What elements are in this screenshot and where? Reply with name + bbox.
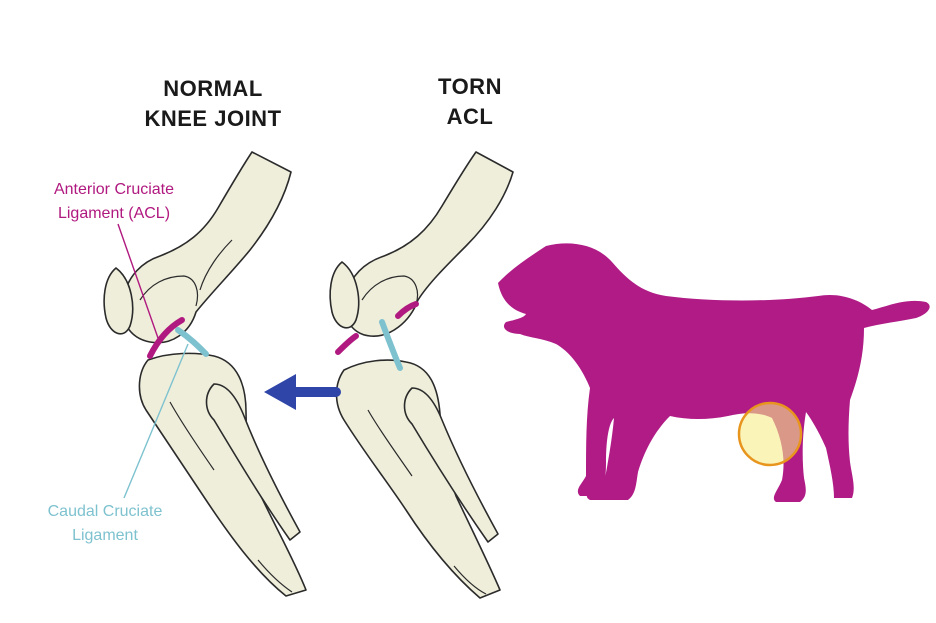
- acl-pointer-line: [117, 223, 159, 339]
- left-arrow-icon: [264, 374, 341, 410]
- torn-fibula: [403, 387, 499, 543]
- ccl-label-line1: Caudal Cruciate: [47, 503, 163, 520]
- torn-tibia: [335, 359, 501, 599]
- torn-acl-lower: [335, 333, 359, 355]
- ccl-label: Caudal Cruciate Ligament: [10, 500, 200, 548]
- ccl-label-line2: Ligament: [72, 527, 138, 544]
- acl-label: Anterior Cruciate Ligament (ACL): [14, 178, 214, 226]
- torn-patella: [329, 261, 360, 329]
- normal-fibula: [205, 383, 301, 541]
- torn-femur: [343, 151, 514, 337]
- normal-heading-line1: NORMAL: [163, 76, 263, 101]
- knee-highlight: [737, 401, 803, 467]
- acl-label-line2: Ligament (ACL): [57, 205, 171, 222]
- normal-knee: [103, 151, 307, 597]
- acl-label-line1: Anterior Cruciate: [53, 181, 175, 198]
- normal-knee-heading: NORMAL KNEE JOINT: [128, 74, 298, 134]
- torn-acl-heading: TORN ACL: [415, 72, 525, 132]
- torn-heading-line2: ACL: [446, 104, 494, 129]
- dog-silhouette-icon: [498, 243, 930, 503]
- normal-patella: [103, 267, 134, 335]
- ccl-pointer-line: [123, 343, 189, 499]
- normal-femur: [121, 151, 292, 344]
- normal-tibia: [138, 352, 307, 597]
- normal-heading-line2: KNEE JOINT: [144, 106, 282, 131]
- torn-knee: [329, 151, 514, 599]
- torn-heading-line1: TORN: [438, 74, 502, 99]
- normal-acl: [147, 317, 185, 359]
- torn-acl-upper: [395, 301, 419, 319]
- torn-ccl: [379, 319, 403, 371]
- normal-ccl: [175, 327, 209, 357]
